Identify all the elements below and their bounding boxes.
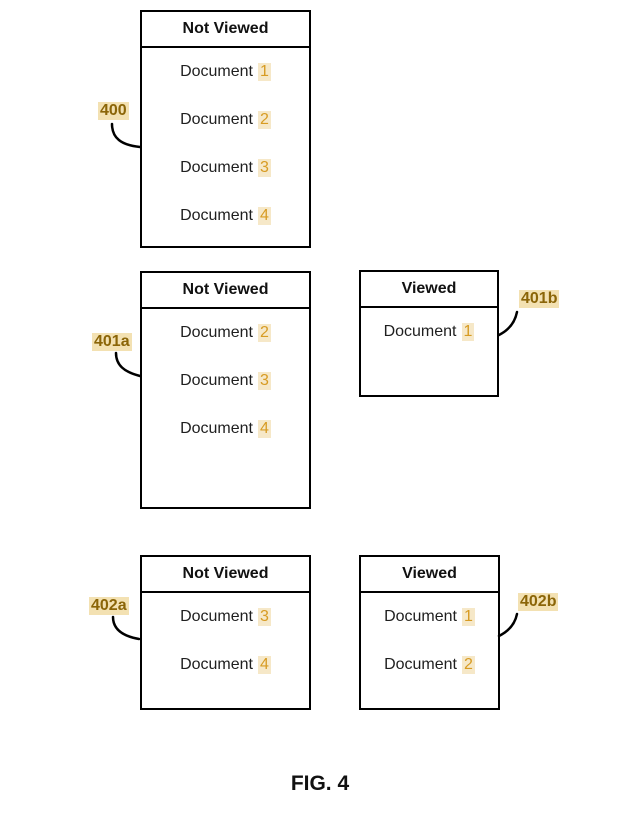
panel-body: Document 1 Document 2 Document 3 Document 4 [142,48,309,240]
panel-title: Not Viewed [142,273,309,309]
panel-title: Not Viewed [142,557,309,593]
panel-body: Document 2 Document 3 Document 4 [142,309,309,453]
document-label: Document [180,420,253,437]
panel-title: Viewed [361,557,498,593]
ref-label-400: 400 [98,102,129,120]
document-item: Document 2 [361,641,498,689]
document-label: Document [180,608,253,625]
document-label: Document [180,656,253,673]
ref-label-401a: 401a [92,333,132,351]
panel-viewed-402b: Viewed Document 1 Document 2 [359,555,500,710]
ref-label-402a: 402a [89,597,129,615]
document-label: Document [384,656,457,673]
panel-body: Document 3 Document 4 [142,593,309,689]
figure-caption: FIG. 4 [290,772,350,795]
document-item: Document 2 [142,309,309,357]
document-number: 3 [258,159,271,177]
document-label: Document [180,207,253,224]
document-item: Document 4 [142,405,309,453]
leader-line-402b [497,612,519,638]
document-item: Document 4 [142,192,309,240]
document-label: Document [180,324,253,341]
document-item: Document 2 [142,96,309,144]
document-label: Document [383,323,457,340]
panel-not-viewed-401a: Not Viewed Document 2 Document 3 Document 4 [140,271,311,509]
panel-title: Not Viewed [142,12,309,48]
document-number: 1 [258,63,271,81]
document-number: 1 [462,608,475,626]
panel-body: Document 1 Document 2 [361,593,498,689]
document-number: 2 [258,324,271,342]
document-number: 4 [258,656,271,674]
document-item: Document 3 [142,357,309,405]
ref-label-401b: 401b [519,290,560,308]
document-item: Document 1 [361,593,498,641]
document-number: 4 [258,207,271,225]
leader-line-402a [111,615,141,641]
document-item: Document 1 [142,48,309,96]
document-item: Document 3 [142,593,309,641]
document-number: 3 [258,372,271,390]
leader-line-401a [114,351,142,378]
document-label: Document [180,372,253,389]
ref-label-402b: 402b [518,593,559,611]
document-number: 2 [462,656,475,674]
panel-not-viewed-400: Not Viewed Document 1 Document 2 Document 3… [140,10,311,248]
document-label: Document [180,159,253,176]
document-number: 2 [258,111,271,129]
document-number: 3 [258,608,271,626]
leader-line-401b [497,310,519,337]
panel-not-viewed-402a: Not Viewed Document 3 Document 4 [140,555,311,710]
document-number: 1 [461,323,475,341]
document-number: 4 [258,420,271,438]
document-label: Document [180,111,253,128]
document-label: Document [180,63,253,80]
document-item: Document 3 [142,144,309,192]
document-item: Document 4 [142,641,309,689]
document-label: Document [384,608,457,625]
panel-title: Viewed [361,272,497,308]
leader-line-400 [110,122,142,149]
